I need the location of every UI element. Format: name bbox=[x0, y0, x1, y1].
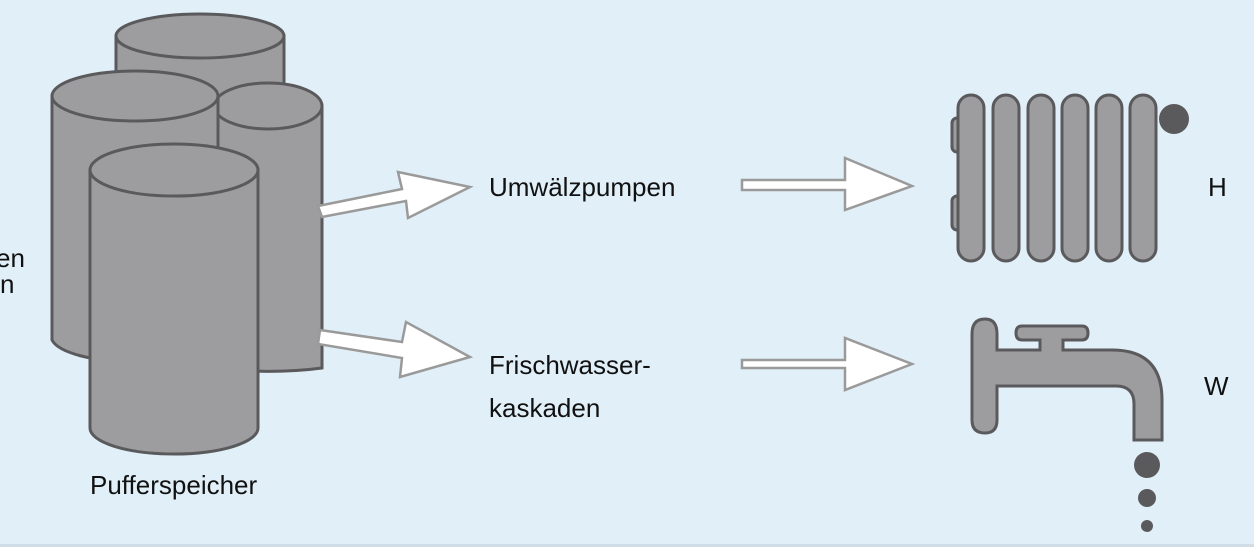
pumps-label: Umwälzpumpen bbox=[489, 172, 676, 202]
fresh-water-label-line1: Frischwasser- bbox=[489, 350, 651, 380]
left-label-line2: n bbox=[0, 269, 15, 299]
water-label: W bbox=[1204, 371, 1229, 401]
bottom-divider bbox=[0, 544, 1254, 547]
tank-front bbox=[88, 142, 260, 456]
heating-label: H bbox=[1208, 172, 1227, 202]
water-tap-icon bbox=[970, 317, 1164, 532]
arrow-tanks-to-fresh-water bbox=[316, 320, 474, 379]
left-label-line1: en bbox=[0, 243, 25, 273]
flow-arrows bbox=[316, 156, 916, 392]
arrow-fresh-water-to-tap bbox=[740, 336, 916, 392]
arrow-pumps-to-heating bbox=[740, 156, 916, 212]
fresh-water-label-line2: kaskaden bbox=[489, 393, 601, 423]
storage-label: Pufferspeicher bbox=[90, 470, 258, 500]
buffer-tanks-icon bbox=[50, 12, 324, 456]
arrow-tanks-to-pumps bbox=[316, 170, 474, 220]
radiator-icon bbox=[950, 93, 1189, 263]
